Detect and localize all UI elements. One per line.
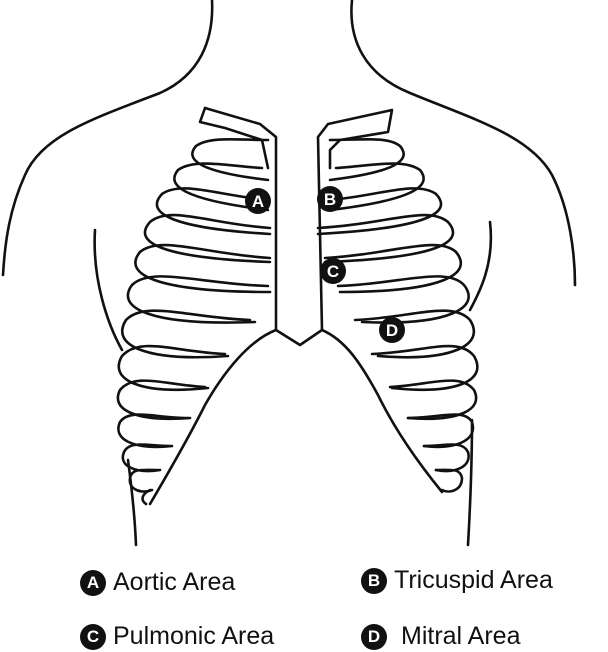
right-ribs — [318, 139, 477, 491]
legend-item-pulmonic: C Pulmonic Area — [80, 622, 274, 651]
legend-badge-a: A — [80, 570, 106, 596]
marker-c-letter: C — [327, 262, 339, 281]
left-arm-line — [95, 230, 122, 350]
legend-label-aortic: Aortic Area — [113, 568, 235, 597]
legend-item-mitral: D Mitral Area — [361, 622, 520, 651]
marker-d-letter: D — [386, 321, 398, 340]
legend-badge-b: B — [361, 568, 387, 594]
legend-badge-d: D — [361, 624, 387, 650]
marker-c: C — [320, 258, 346, 284]
legend-label-pulmonic: Pulmonic Area — [113, 622, 274, 651]
legend-label-mitral: Mitral Area — [401, 622, 520, 651]
sternum — [205, 108, 392, 345]
neck-left-outline — [3, 0, 212, 275]
marker-b-letter: B — [324, 190, 336, 209]
right-arm-line — [470, 222, 491, 310]
legend-badge-c: C — [80, 624, 106, 650]
neck-right-outline — [351, 0, 575, 285]
legend-item-tricuspid: B Tricuspid Area — [361, 566, 553, 595]
legend-item-aortic: A Aortic Area — [80, 568, 235, 597]
marker-d: D — [379, 317, 405, 343]
chest-diagram: A B C D — [0, 0, 608, 560]
marker-a: A — [245, 188, 271, 214]
marker-a-letter: A — [252, 192, 264, 211]
legend-label-tricuspid: Tricuspid Area — [394, 566, 553, 595]
marker-b: B — [317, 186, 343, 212]
